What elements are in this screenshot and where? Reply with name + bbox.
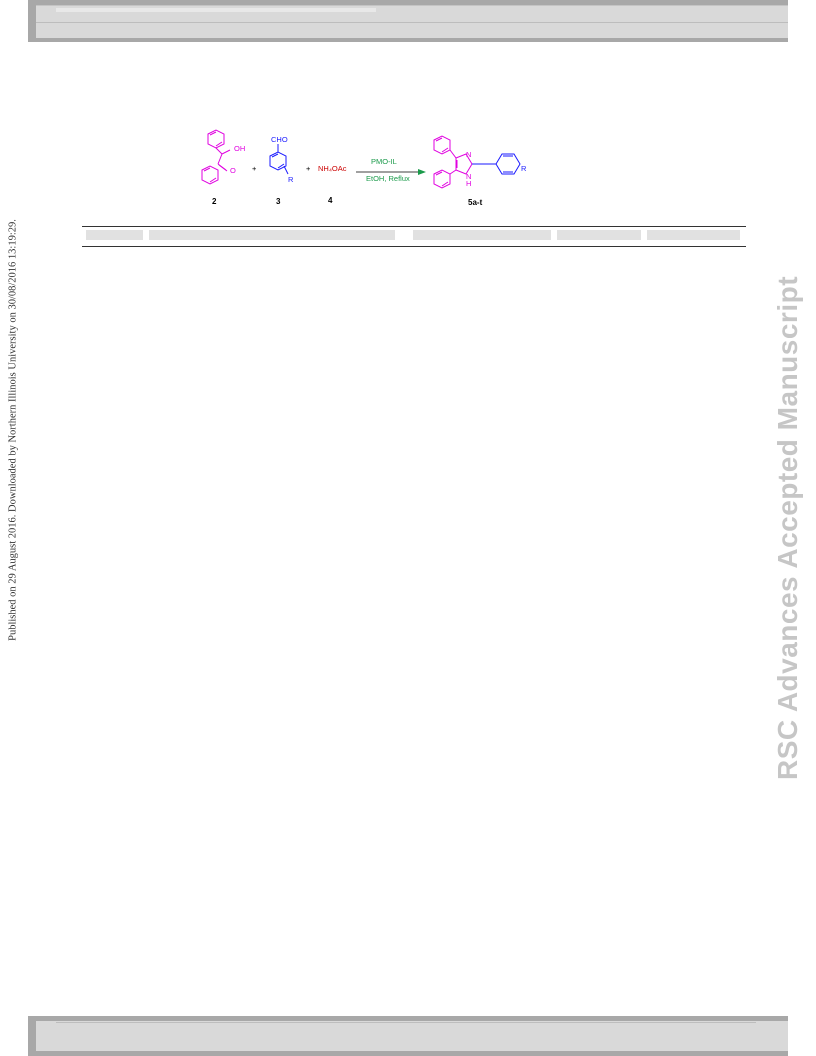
aldehyde-cho: CHO [271, 135, 288, 144]
catalyst-label: PMO-IL [371, 157, 397, 166]
benzoin-carbonyl: O [230, 166, 236, 175]
table-header-cell [149, 230, 395, 240]
product-r-group: R [521, 164, 527, 173]
reaction-scheme-drawing [201, 129, 521, 189]
footer-rule [56, 1022, 756, 1023]
product-structure [433, 135, 521, 189]
header-bar [36, 5, 788, 38]
table-header-cell [647, 230, 740, 240]
ammonium-acetate: NH₄OAc [318, 164, 347, 173]
plus-sign-2: + [306, 164, 311, 173]
footer-bar [36, 1021, 788, 1051]
benzoin-hydroxyl: OH [234, 144, 246, 153]
aldehyde-r-group: R [288, 175, 294, 184]
product-nh-h: H [466, 179, 472, 188]
plus-sign-1: + [252, 164, 257, 173]
benzoin-number: 2 [212, 197, 217, 206]
accepted-manuscript-watermark: RSC Advances Accepted Manuscript [772, 275, 803, 781]
table-header-cell [557, 230, 641, 240]
header-rule [36, 22, 788, 23]
aldehyde-number: 3 [276, 197, 281, 206]
ammonium-number: 4 [328, 196, 333, 205]
publication-note: Published on 29 August 2016. Downloaded … [7, 219, 19, 641]
reaction-scheme: OH O 2 + CHO R 3 + NH₄OAc 4 PMO-IL EtOH,… [190, 118, 560, 218]
benzoin-structure [201, 129, 231, 185]
solvent-label: EtOH, Reflux [366, 174, 410, 183]
table-top-rule [82, 226, 746, 227]
table-header-cell [86, 230, 143, 240]
product-n: N [466, 150, 472, 159]
product-number: 5a-t [468, 198, 483, 207]
reaction-arrow [356, 169, 426, 175]
aldehyde-structure [269, 144, 289, 175]
table-header-cell [413, 230, 551, 240]
product-nh-n: N [466, 172, 472, 181]
header-smudge [56, 8, 376, 12]
table-header-rule [82, 246, 746, 247]
